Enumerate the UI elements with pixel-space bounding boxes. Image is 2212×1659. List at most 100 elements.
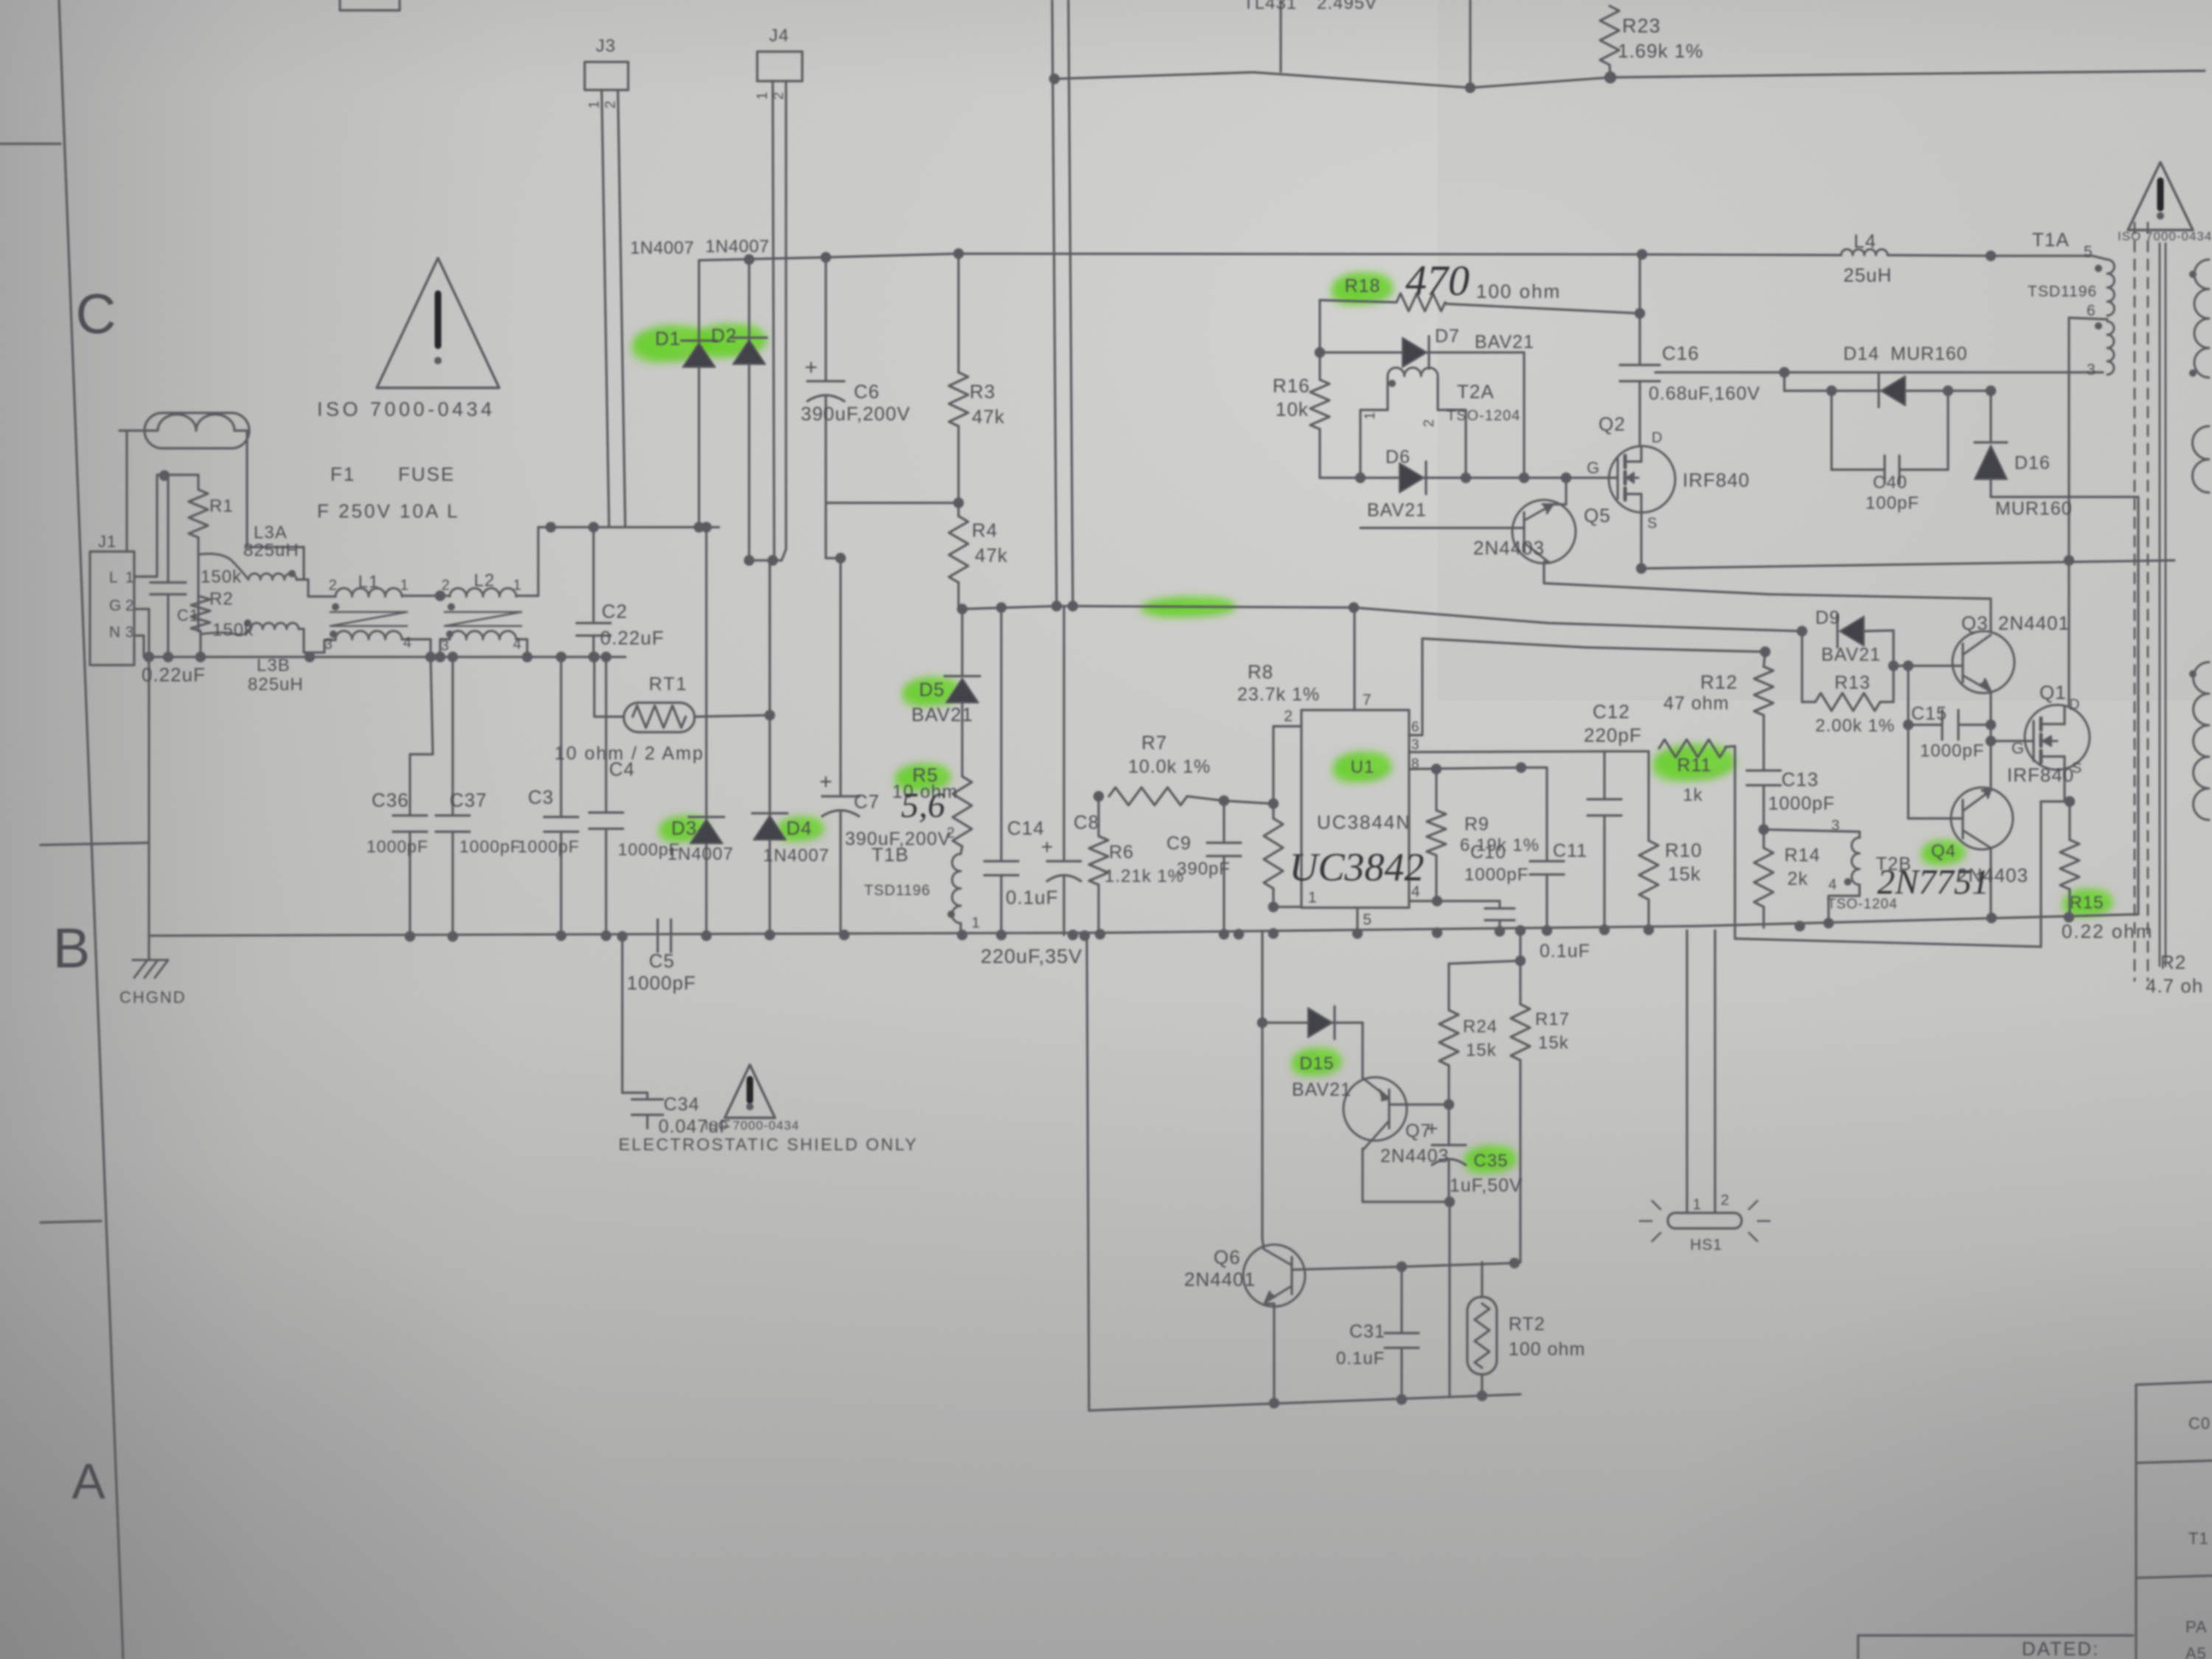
svg-text:1000pF: 1000pF xyxy=(1920,741,1984,761)
svg-text:C7: C7 xyxy=(854,790,880,813)
svg-text:470: 470 xyxy=(1405,257,1470,305)
svg-text:2: 2 xyxy=(947,825,956,841)
svg-text:2: 2 xyxy=(771,92,787,100)
svg-text:N: N xyxy=(109,624,122,641)
svg-text:1N4007: 1N4007 xyxy=(763,846,830,866)
svg-text:1k: 1k xyxy=(1683,785,1703,805)
svg-text:825uH: 825uH xyxy=(243,540,299,560)
svg-text:825uH: 825uH xyxy=(248,675,304,695)
svg-text:Q4: Q4 xyxy=(1931,841,1956,861)
svg-text:7: 7 xyxy=(1363,692,1372,709)
svg-text:2.495V: 2.495V xyxy=(1317,0,1377,13)
svg-text:10.0k 1%: 10.0k 1% xyxy=(1128,757,1211,777)
svg-text:TSO-1204: TSO-1204 xyxy=(1447,408,1520,424)
svg-text:C35: C35 xyxy=(1473,1151,1508,1171)
svg-text:C34: C34 xyxy=(664,1094,700,1115)
svg-text:3: 3 xyxy=(1832,818,1841,834)
svg-text:A: A xyxy=(72,1453,105,1509)
svg-text:0.1uF: 0.1uF xyxy=(1006,886,1059,908)
svg-text:FUSE: FUSE xyxy=(398,463,455,485)
svg-text:15k: 15k xyxy=(1538,1033,1569,1053)
svg-text:C36: C36 xyxy=(372,789,409,811)
svg-text:47k: 47k xyxy=(972,406,1005,428)
svg-text:C10: C10 xyxy=(1470,842,1506,863)
svg-text:TL431: TL431 xyxy=(1243,0,1297,13)
svg-text:Q3: Q3 xyxy=(1961,612,1989,634)
svg-text:R16: R16 xyxy=(1273,375,1310,397)
svg-text:1uF,50V: 1uF,50V xyxy=(1450,1175,1523,1196)
svg-text:390uF,200V: 390uF,200V xyxy=(801,403,911,425)
svg-text:T1A: T1A xyxy=(2032,229,2070,251)
svg-text:15k: 15k xyxy=(1466,1040,1497,1060)
svg-text:Q2: Q2 xyxy=(1599,413,1626,435)
svg-text:BAV21: BAV21 xyxy=(1475,332,1534,352)
svg-text:100 ohm: 100 ohm xyxy=(1509,1339,1585,1360)
svg-text:2: 2 xyxy=(125,597,135,614)
svg-text:B: B xyxy=(53,917,91,980)
svg-text:0.1uF: 0.1uF xyxy=(1336,1349,1385,1368)
svg-text:ISO 7000-0434: ISO 7000-0434 xyxy=(317,398,495,420)
svg-text:R14: R14 xyxy=(1784,845,1820,866)
svg-text:D9: D9 xyxy=(1815,608,1840,628)
svg-text:UC3844N: UC3844N xyxy=(1317,811,1411,833)
svg-text:R11: R11 xyxy=(1677,755,1711,776)
svg-text:BAV21: BAV21 xyxy=(1367,500,1427,521)
svg-text:C8: C8 xyxy=(1074,811,1099,833)
svg-text:IRF840: IRF840 xyxy=(2007,764,2074,786)
svg-text:C15: C15 xyxy=(1911,703,1947,724)
svg-text:L3A: L3A xyxy=(254,523,288,543)
svg-text:+: + xyxy=(804,355,818,380)
svg-text:D3: D3 xyxy=(671,817,697,839)
svg-text:10 ohm: 10 ohm xyxy=(892,782,958,802)
svg-text:47 ohm: 47 ohm xyxy=(1663,693,1729,714)
svg-text:0.22uF: 0.22uF xyxy=(600,627,664,649)
svg-text:U1: U1 xyxy=(1351,757,1375,777)
svg-text:R15: R15 xyxy=(2069,893,2104,913)
svg-text:ELECTROSTATIC SHIELD ONLY: ELECTROSTATIC SHIELD ONLY xyxy=(619,1135,918,1154)
svg-text:J1: J1 xyxy=(98,532,116,551)
svg-text:3: 3 xyxy=(1411,737,1420,753)
svg-text:220uF,35V: 220uF,35V xyxy=(981,945,1082,967)
svg-text:1000pF: 1000pF xyxy=(459,837,521,856)
svg-text:R2: R2 xyxy=(2160,951,2186,973)
svg-text:+: + xyxy=(819,770,832,794)
svg-text:R4: R4 xyxy=(972,519,998,541)
svg-text:R2: R2 xyxy=(209,589,234,609)
svg-text:2: 2 xyxy=(329,577,338,594)
svg-text:C9: C9 xyxy=(1166,833,1192,854)
svg-text:0.22 ohm: 0.22 ohm xyxy=(2062,920,2153,942)
svg-text:R1: R1 xyxy=(209,496,234,516)
svg-text:RT1: RT1 xyxy=(649,674,688,695)
svg-text:T1: T1 xyxy=(2188,1529,2209,1548)
svg-text:4.7 oh: 4.7 oh xyxy=(2146,975,2203,997)
svg-text:1: 1 xyxy=(1363,412,1378,420)
svg-text:C31: C31 xyxy=(1349,1321,1385,1342)
svg-text:MUR160: MUR160 xyxy=(1995,498,2073,519)
svg-text:0.22uF: 0.22uF xyxy=(142,664,206,686)
svg-text:J3: J3 xyxy=(596,36,616,56)
svg-text:5: 5 xyxy=(1363,911,1372,928)
svg-text:BAV21: BAV21 xyxy=(1821,644,1881,665)
svg-text:L1: L1 xyxy=(358,572,380,592)
svg-text:Q7: Q7 xyxy=(1405,1121,1431,1141)
svg-text:3: 3 xyxy=(441,638,451,654)
svg-text:MUR160: MUR160 xyxy=(1891,344,1968,364)
svg-text:Q6: Q6 xyxy=(1214,1246,1241,1268)
svg-text:C4: C4 xyxy=(609,758,635,780)
svg-text:5: 5 xyxy=(2084,243,2093,260)
svg-text:D2: D2 xyxy=(711,324,737,347)
svg-text:1000pF: 1000pF xyxy=(366,837,428,856)
svg-text:1: 1 xyxy=(125,569,135,586)
svg-text:1: 1 xyxy=(972,915,981,931)
svg-text:2.00k 1%: 2.00k 1% xyxy=(1815,716,1895,736)
svg-text:D15: D15 xyxy=(1299,1054,1334,1074)
svg-text:1N4007: 1N4007 xyxy=(667,844,734,864)
svg-text:D16: D16 xyxy=(2014,453,2051,473)
svg-text:2: 2 xyxy=(1422,420,1437,428)
svg-text:C14: C14 xyxy=(1007,817,1045,839)
svg-text:D1: D1 xyxy=(655,327,681,349)
svg-text:2N4403: 2N4403 xyxy=(1957,864,2028,886)
svg-text:3: 3 xyxy=(2087,361,2096,378)
svg-text:47k: 47k xyxy=(975,544,1008,566)
svg-text:1000pF: 1000pF xyxy=(618,840,680,859)
